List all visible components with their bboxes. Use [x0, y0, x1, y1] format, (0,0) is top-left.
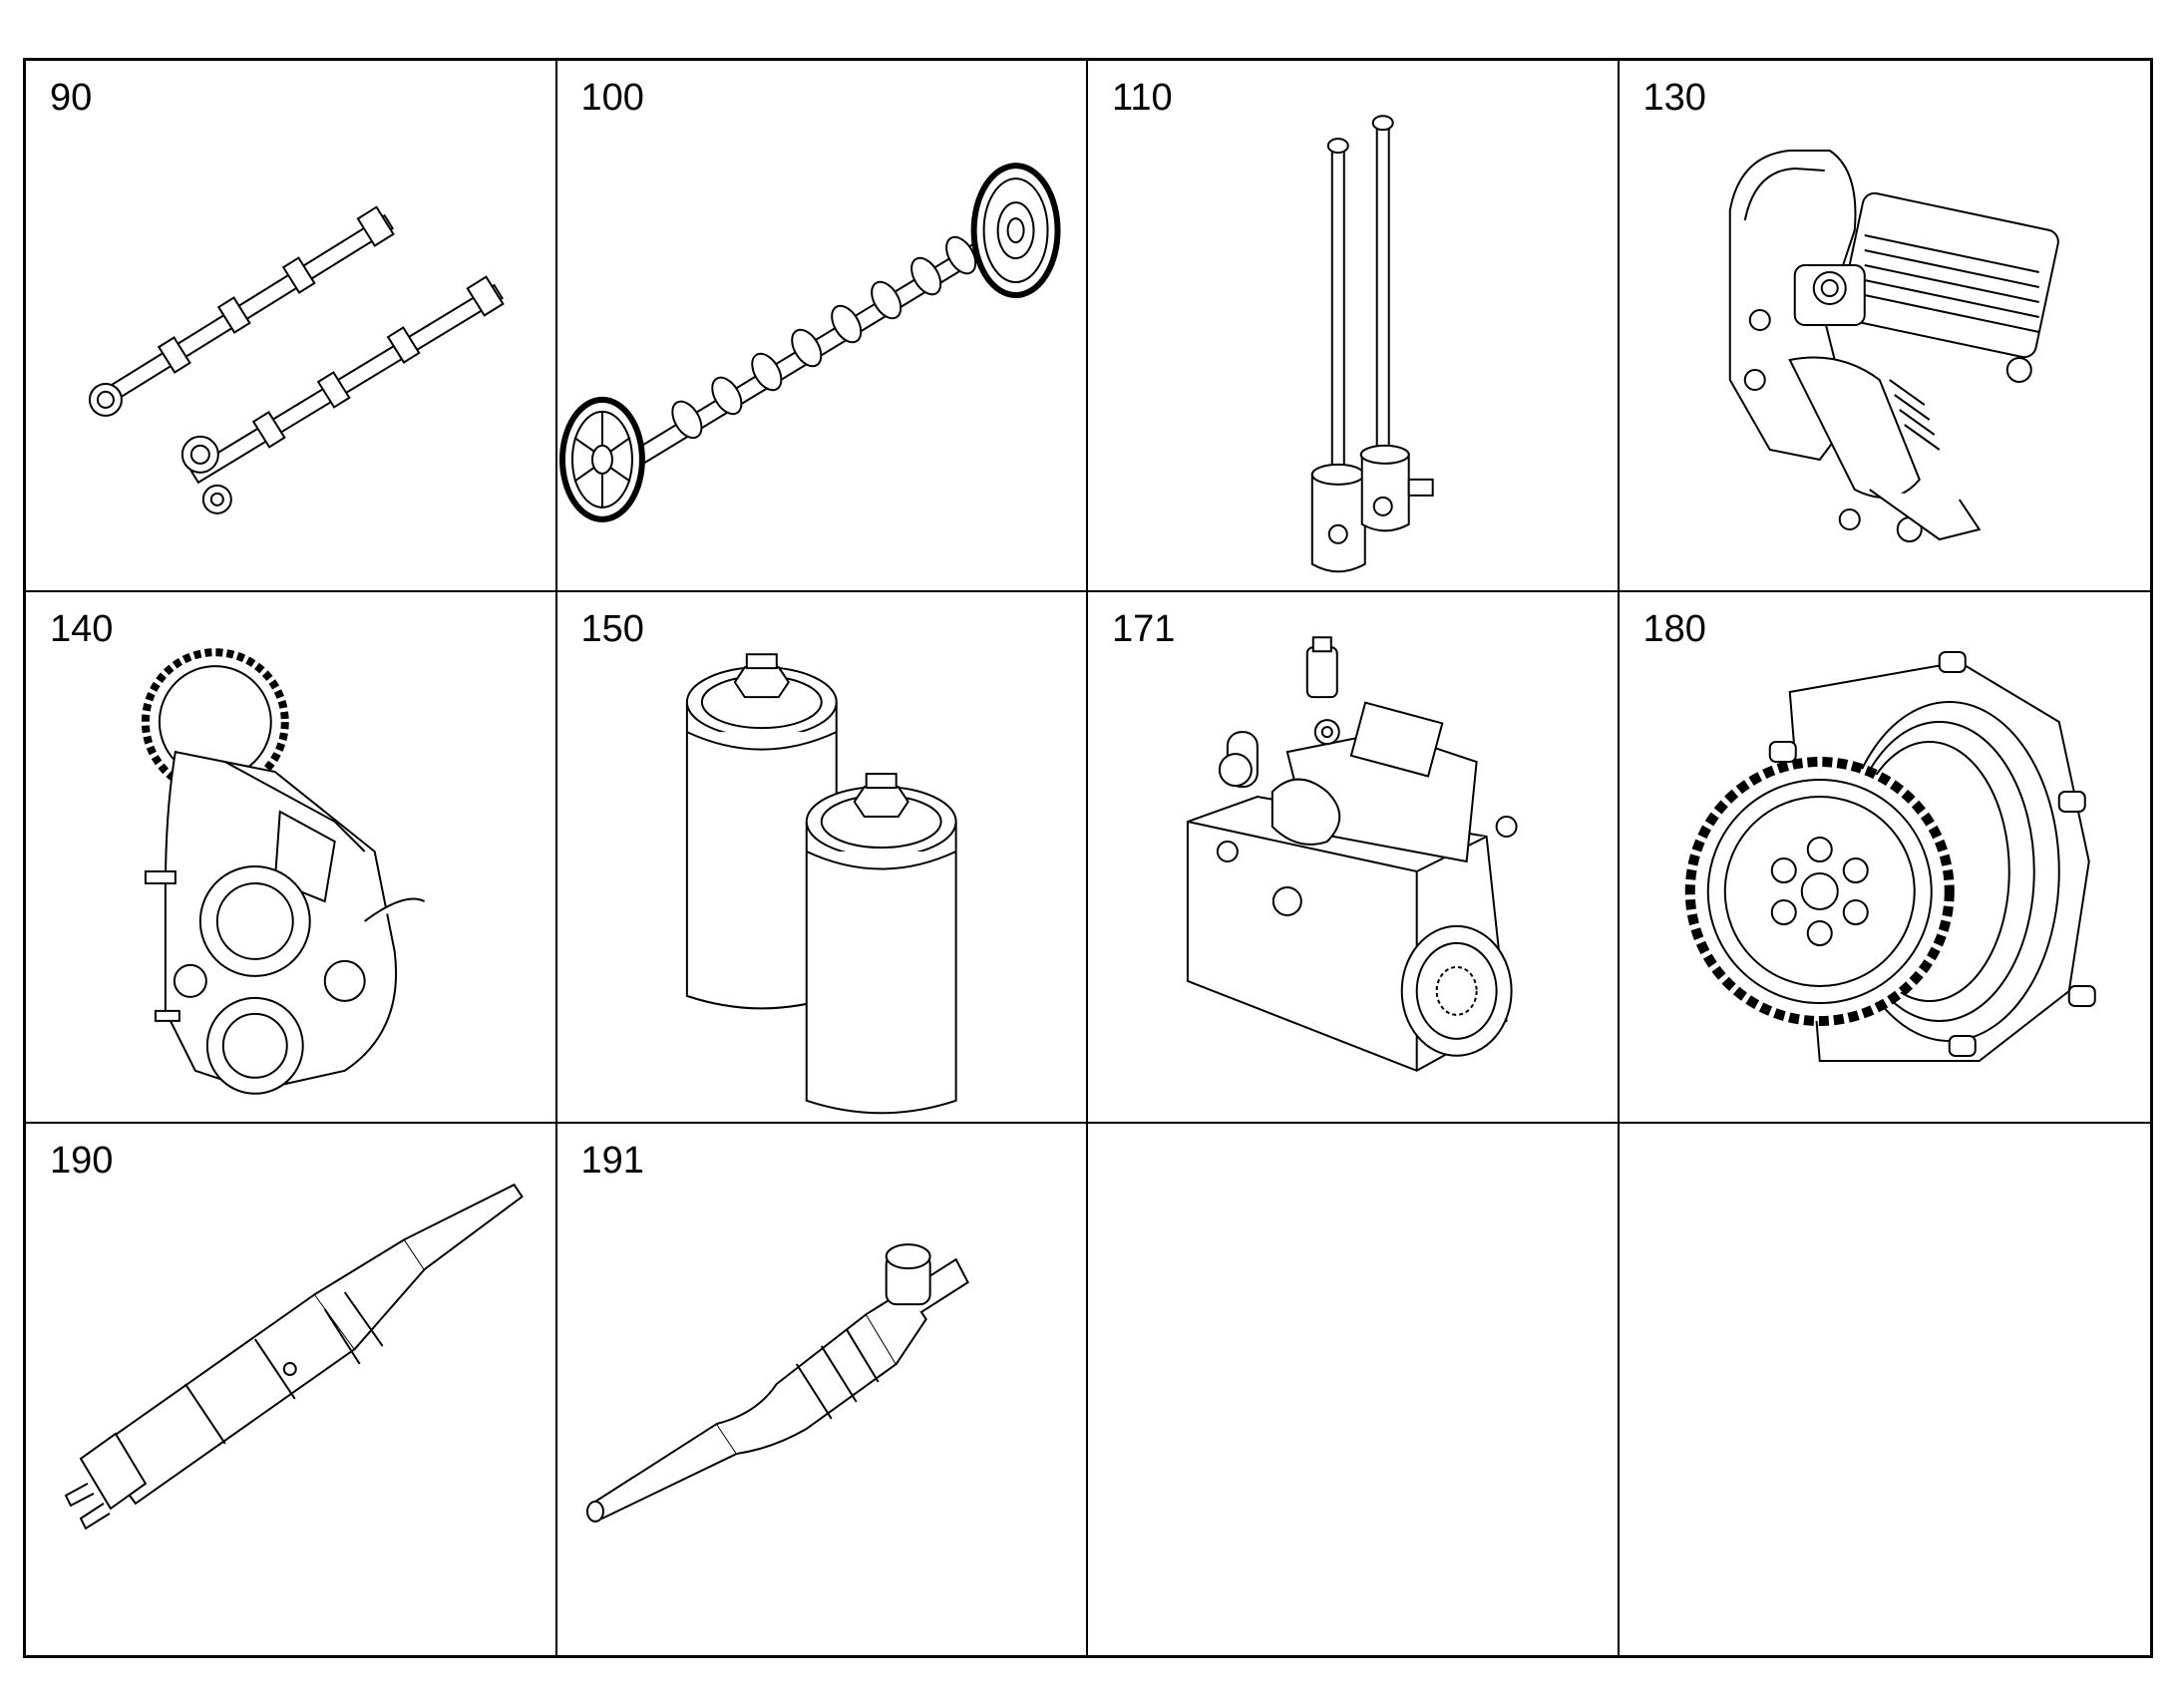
part-number: 150 — [580, 608, 644, 650]
part-number: 180 — [1642, 608, 1706, 650]
oil-pump-drawing — [26, 592, 555, 1122]
part-number: 190 — [50, 1140, 114, 1182]
balancer-shafts-drawing — [26, 61, 555, 590]
part-cell-150[interactable]: 150 — [556, 592, 1088, 1124]
parts-grid: 90 100 — [23, 58, 2153, 1658]
part-number: 171 — [1112, 608, 1176, 650]
part-number: 130 — [1642, 77, 1706, 119]
part-number: 110 — [1112, 77, 1173, 119]
oil-filters-drawing — [557, 592, 1087, 1122]
gear-housing-drawing — [1620, 592, 2151, 1122]
part-cell-110[interactable]: 110 — [1088, 61, 1620, 592]
part-cell-190[interactable]: 190 — [26, 1124, 557, 1655]
part-number: 90 — [50, 77, 93, 119]
empty-cell — [1620, 1124, 2151, 1655]
injector-sleeve-drawing — [557, 1124, 1087, 1655]
part-number: 191 — [580, 1140, 644, 1182]
push-rods-drawing — [1088, 61, 1618, 590]
injector-drawing — [26, 1124, 555, 1655]
part-cell-171[interactable]: 171 — [1088, 592, 1620, 1124]
part-cell-100[interactable]: 100 — [556, 61, 1088, 592]
empty-cell — [1088, 1124, 1620, 1655]
part-cell-180[interactable]: 180 — [1619, 592, 2151, 1124]
camshaft-drawing — [557, 61, 1087, 590]
part-number: 100 — [580, 77, 644, 119]
part-cell-191[interactable]: 191 — [557, 1124, 1088, 1655]
high-pressure-fuel-pump-drawing — [1088, 592, 1618, 1122]
part-cell-140[interactable]: 140 — [26, 592, 557, 1124]
part-cell-130[interactable]: 130 — [1619, 61, 2151, 592]
oil-cooler-housing-drawing — [1620, 61, 2151, 590]
part-cell-90[interactable]: 90 — [26, 61, 557, 592]
part-number: 140 — [50, 608, 114, 650]
